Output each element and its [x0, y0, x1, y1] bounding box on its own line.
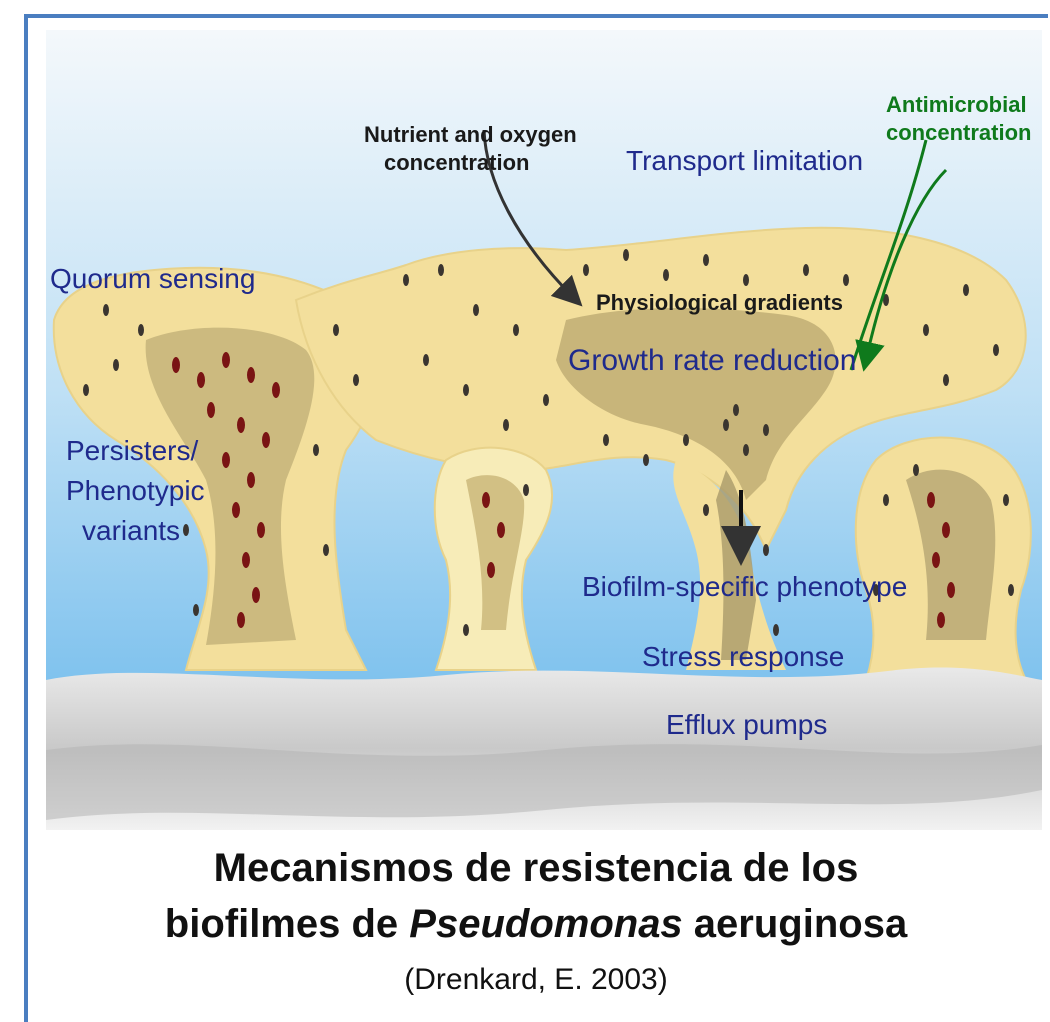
caption-line2-prefix: biofilmes de [165, 902, 410, 946]
label-persisters-3: variants [82, 515, 180, 546]
label-antimicrobial-2: concentration [886, 120, 1031, 145]
label-growth: Growth rate reduction [568, 344, 856, 377]
caption-citation: (Drenkard, E. 2003) [24, 958, 1048, 1002]
label-physiological: Physiological gradients [596, 290, 843, 315]
label-efflux: Efflux pumps [666, 709, 827, 740]
label-antimicrobial-1: Antimicrobial [886, 92, 1027, 117]
label-transport: Transport limitation [626, 145, 863, 176]
label-nutrient-1: Nutrient and oxygen [364, 122, 577, 147]
label-biofilm-phenotype: Biofilm-specific phenotype [582, 571, 907, 602]
label-persisters-1: Persisters/ [66, 435, 198, 466]
caption-title-line2: biofilmes de Pseudomonas aeruginosa [24, 896, 1048, 952]
caption-title-line1: Mecanismos de resistencia de los [24, 840, 1048, 896]
caption-line2-suffix: aeruginosa [683, 902, 908, 946]
label-quorum: Quorum sensing [50, 263, 255, 294]
label-persisters-2: Phenotypic [66, 475, 205, 506]
biofilm-diagram: Nutrient and oxygen concentration Transp… [46, 30, 1042, 830]
biofilm-illustration: Nutrient and oxygen concentration Transp… [46, 30, 1042, 830]
label-stress: Stress response [642, 641, 844, 672]
label-nutrient-2: concentration [384, 150, 529, 175]
caption-genus: Pseudomonas [409, 902, 682, 946]
